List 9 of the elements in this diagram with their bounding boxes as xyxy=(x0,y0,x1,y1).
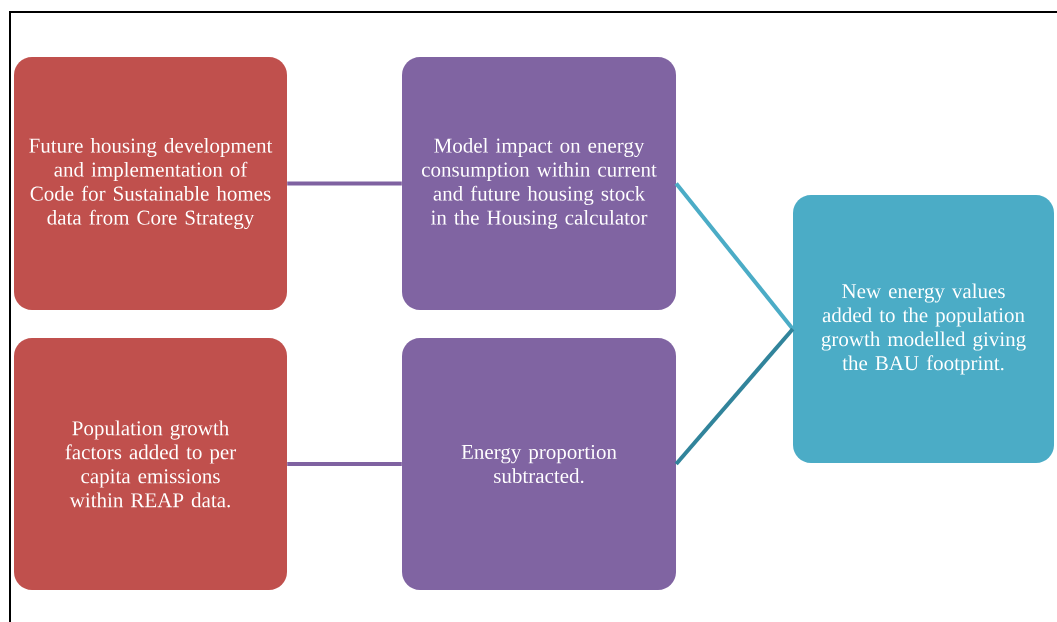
process-box: Population growth factors added to per capita emissions within REAP data. xyxy=(14,338,287,590)
process-box: Energy proportion subtracted. xyxy=(402,338,676,590)
connector-line xyxy=(674,182,795,331)
process-box: Future housing development and implementation of Code for Sustainable homes data from Core Strategy xyxy=(14,57,287,310)
connector-line xyxy=(287,181,402,186)
process-box: Model impact on energy consumption within current and future housing stock in the Housing calculator xyxy=(402,57,676,310)
result-box: New energy values added to the population growth modelled giving the BAU footprint. xyxy=(793,195,1054,463)
connector-line xyxy=(287,462,402,466)
connector-line xyxy=(674,327,795,466)
